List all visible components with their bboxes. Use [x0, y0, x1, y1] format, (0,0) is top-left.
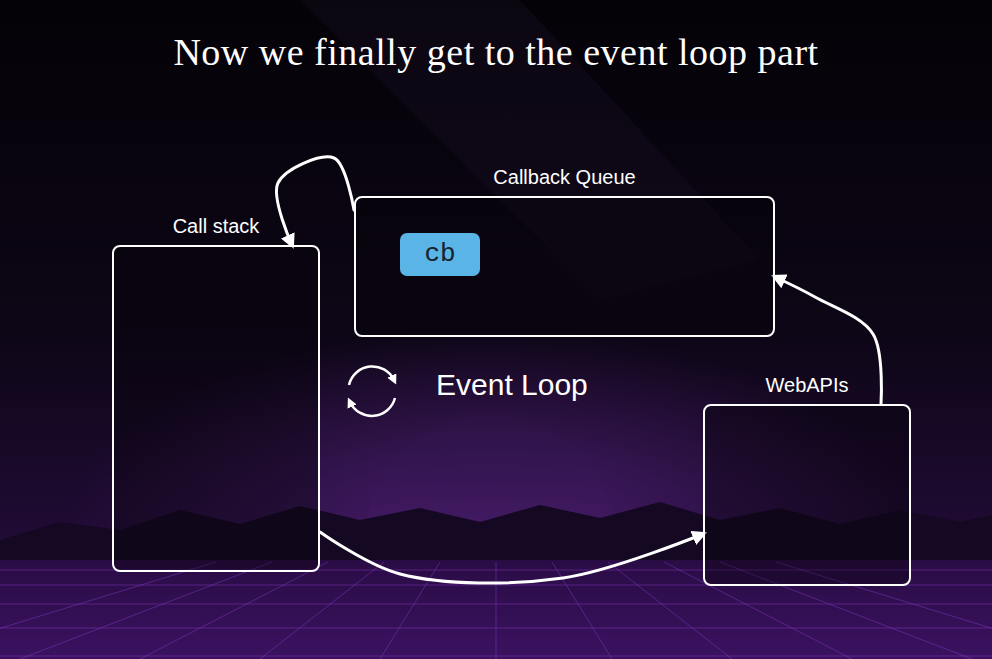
callback-chip: cb [400, 233, 480, 276]
title: Now we finally get to the event loop par… [0, 30, 992, 74]
flow-arrow [276, 157, 354, 245]
callback-name: cb [424, 240, 455, 269]
stack-box: Call stack [112, 245, 320, 572]
box-heading: Callback Queue [493, 166, 635, 189]
box-heading: WebAPIs [766, 374, 849, 397]
queue-box: Callback Queuecb [354, 196, 775, 337]
event-loop-icon [349, 366, 395, 416]
box-heading: Call stack [173, 215, 260, 238]
flow-arrow [320, 532, 703, 583]
event-loop-label: Event Loop [436, 368, 588, 402]
webapi-box: WebAPIs [703, 404, 911, 586]
